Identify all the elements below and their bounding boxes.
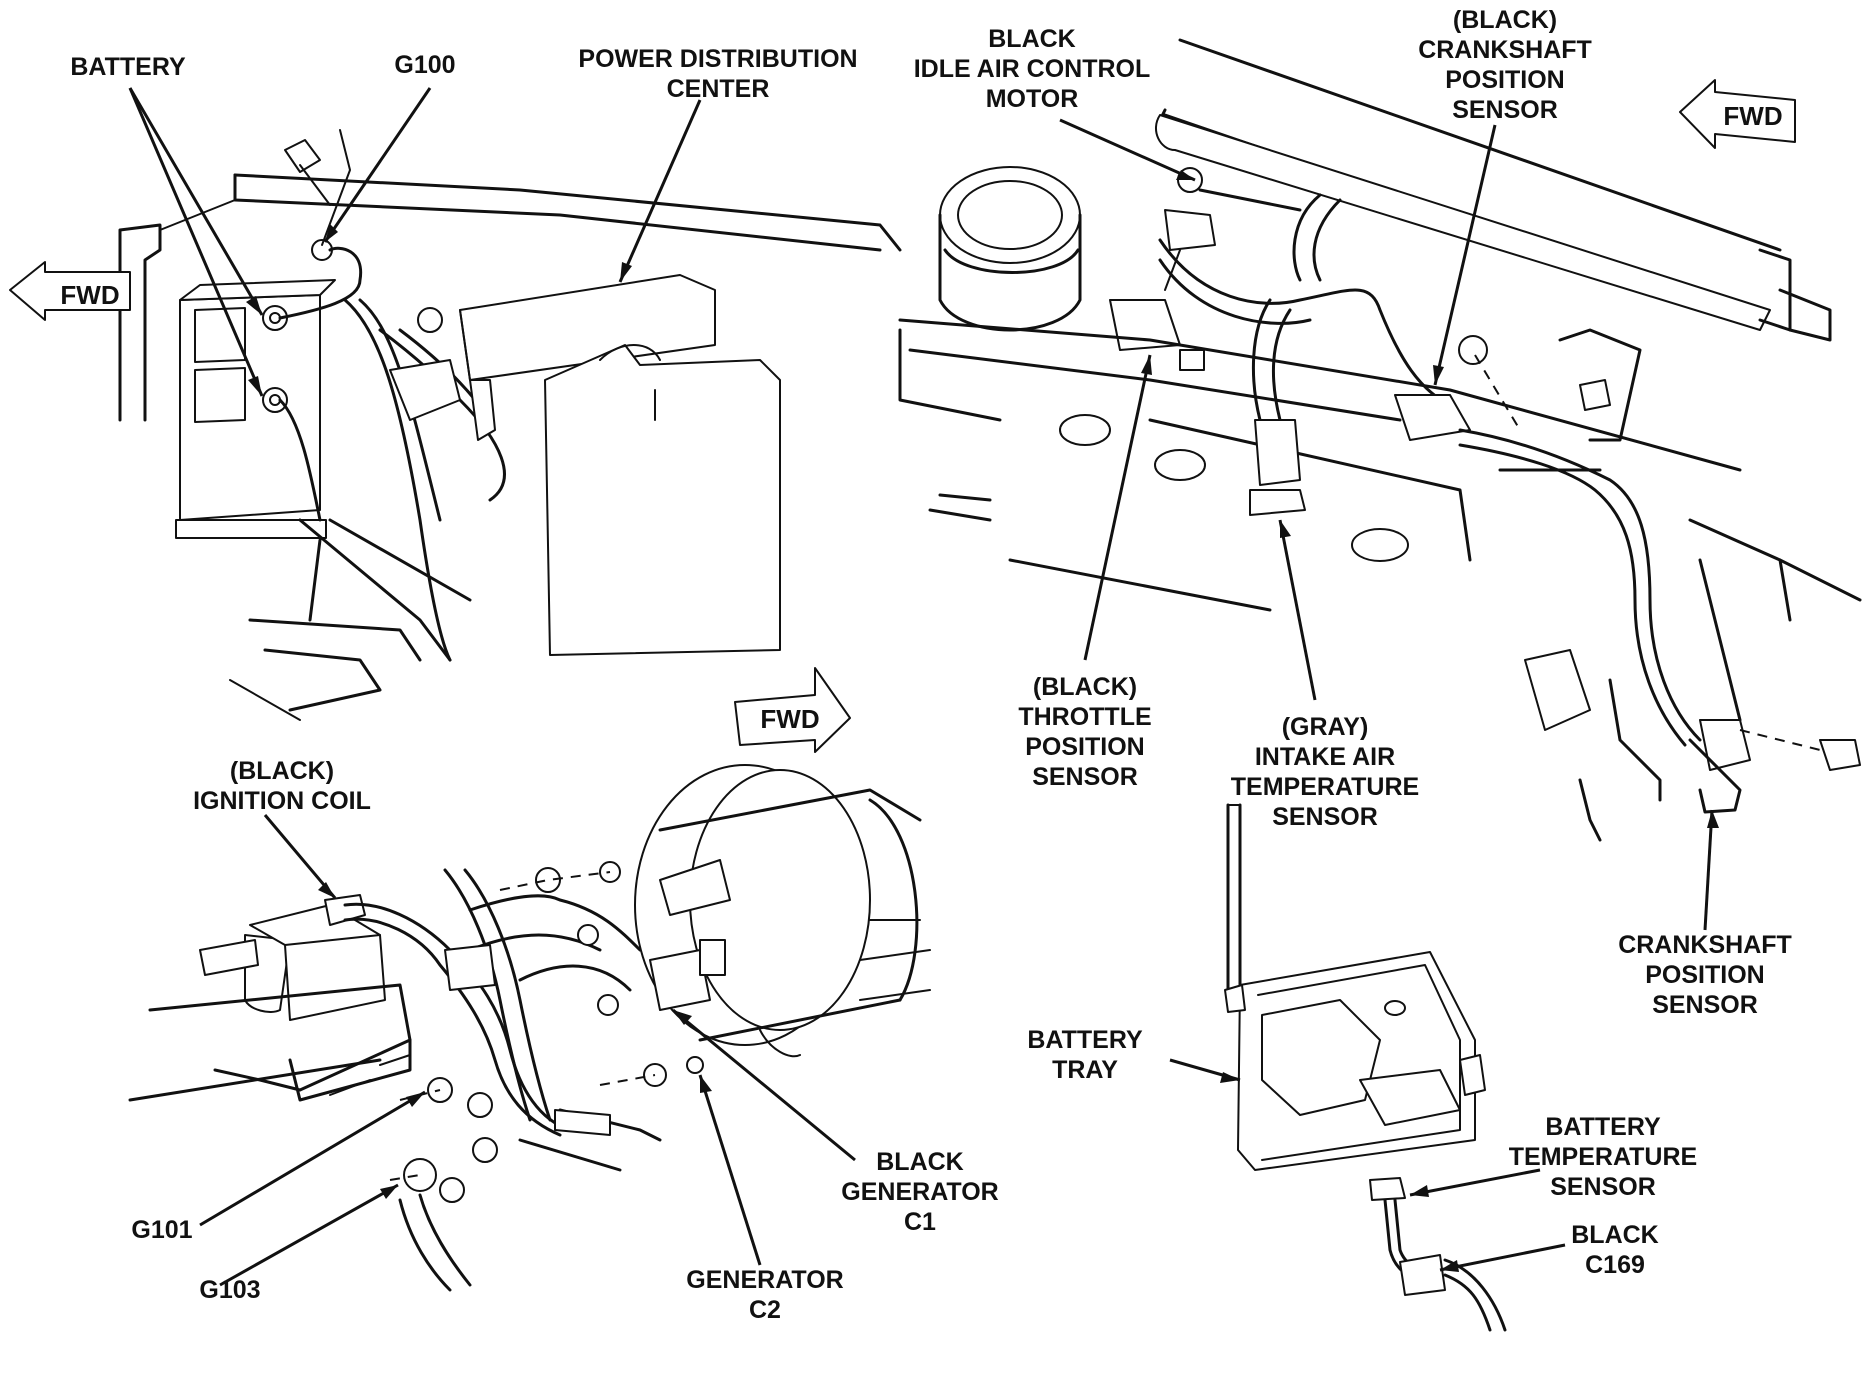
label-power-distribution-center: POWER DISTRIBUTION CENTER bbox=[578, 45, 858, 103]
label-crankshaft-position-sensor-bottom: CRANKSHAFT POSITION SENSOR bbox=[1618, 931, 1792, 1019]
crankshaft-position-sensor-connector bbox=[1394, 335, 1521, 441]
leaders-bottom-right bbox=[1169, 1058, 1566, 1272]
g103-ground bbox=[389, 1158, 465, 1203]
fwd-arrow-top-right: FWD bbox=[1679, 79, 1796, 149]
label-generator-c2: GENERATOR C2 bbox=[686, 1266, 844, 1324]
label-intake-air-temperature-sensor: (GRAY) INTAKE AIR TEMPERATURE SENSOR bbox=[1230, 713, 1420, 831]
leaders-top-right bbox=[1059, 118, 1719, 931]
intake-air-temperature-sensor bbox=[1249, 419, 1306, 516]
generator bbox=[634, 764, 931, 1058]
label-battery-temperature-sensor: BATTERY TEMPERATURE SENSOR bbox=[1508, 1113, 1698, 1201]
throttle-position-sensor bbox=[1109, 299, 1205, 371]
battery-tray-illustration bbox=[1224, 803, 1507, 1332]
idle-air-control-motor bbox=[1164, 167, 1216, 291]
svg-text:FWD: FWD bbox=[1723, 101, 1782, 131]
g100-bolt bbox=[284, 139, 333, 261]
leaders-top-left bbox=[128, 87, 702, 397]
label-battery-tray: BATTERY TRAY bbox=[1027, 1026, 1143, 1084]
fwd-arrow-top-left: FWD bbox=[9, 261, 131, 321]
fwd-arrow-bottom: FWD bbox=[734, 667, 851, 753]
label-c169: BLACK C169 bbox=[1571, 1221, 1659, 1279]
label-g103: G103 bbox=[199, 1276, 261, 1304]
svg-text:FWD: FWD bbox=[60, 280, 119, 310]
label-crankshaft-position-sensor-top: (BLACK) CRANKSHAFT POSITION SENSOR bbox=[1418, 6, 1592, 124]
power-distribution-center bbox=[459, 274, 781, 656]
battery-area-illustration bbox=[118, 129, 902, 721]
generator-area-illustration bbox=[128, 764, 931, 1292]
label-idle-air-control-motor: BLACK IDLE AIR CONTROL MOTOR bbox=[913, 25, 1151, 113]
label-ignition-coil: (BLACK) IGNITION COIL bbox=[193, 757, 371, 815]
label-generator-c1: BLACK GENERATOR C1 bbox=[841, 1148, 999, 1236]
label-g101: G101 bbox=[131, 1216, 193, 1244]
svg-text:FWD: FWD bbox=[760, 704, 819, 734]
label-throttle-position-sensor: (BLACK) THROTTLE POSITION SENSOR bbox=[1018, 673, 1152, 791]
label-battery: BATTERY bbox=[70, 53, 186, 81]
leaders-bottom-left bbox=[199, 814, 856, 1287]
battery bbox=[175, 279, 336, 539]
battery-tray bbox=[1224, 951, 1486, 1171]
label-g100: G100 bbox=[394, 51, 456, 79]
throttle-body bbox=[938, 166, 1082, 332]
engine-area-illustration bbox=[898, 38, 1862, 842]
